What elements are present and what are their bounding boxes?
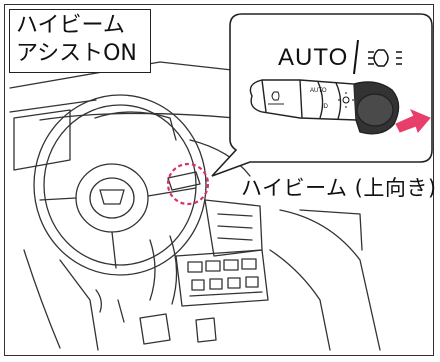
meter-hood [94, 111, 177, 141]
lever-mark-id: ID [322, 104, 329, 110]
lever-light-icon [338, 92, 354, 108]
side-window [13, 109, 71, 171]
lower-dash-right [269, 249, 331, 351]
figure-frame [4, 4, 434, 356]
title-box: ハイビーム アシストON [9, 9, 151, 73]
steering-hub [75, 163, 149, 233]
divider-slash [353, 39, 359, 75]
title-line-2: アシストON [16, 41, 137, 66]
title-line-1: ハイビーム [16, 13, 125, 38]
steering-wheel-rim [33, 94, 207, 276]
turn-signal-lever [167, 171, 201, 191]
lever-side-icon [268, 91, 284, 105]
windshield-edge [9, 61, 233, 89]
center-panel [175, 249, 269, 307]
glovebox [299, 209, 363, 251]
combination-switch-lever [249, 79, 400, 135]
console-button [187, 261, 203, 273]
lever-highlight-circle [166, 162, 210, 206]
dashboard-top [39, 112, 251, 151]
brand-emblem [99, 189, 125, 205]
center-vent [204, 199, 263, 257]
switch-mode-auto-text: AUTO [278, 44, 349, 71]
pedal [139, 313, 171, 345]
lever-mark-auto: AUTO [310, 88, 327, 94]
headlamp-high-beam-icon [368, 49, 402, 67]
high-beam-action-label: ハイビーム (上向き) [241, 176, 437, 200]
push-direction-arrow [395, 109, 431, 133]
